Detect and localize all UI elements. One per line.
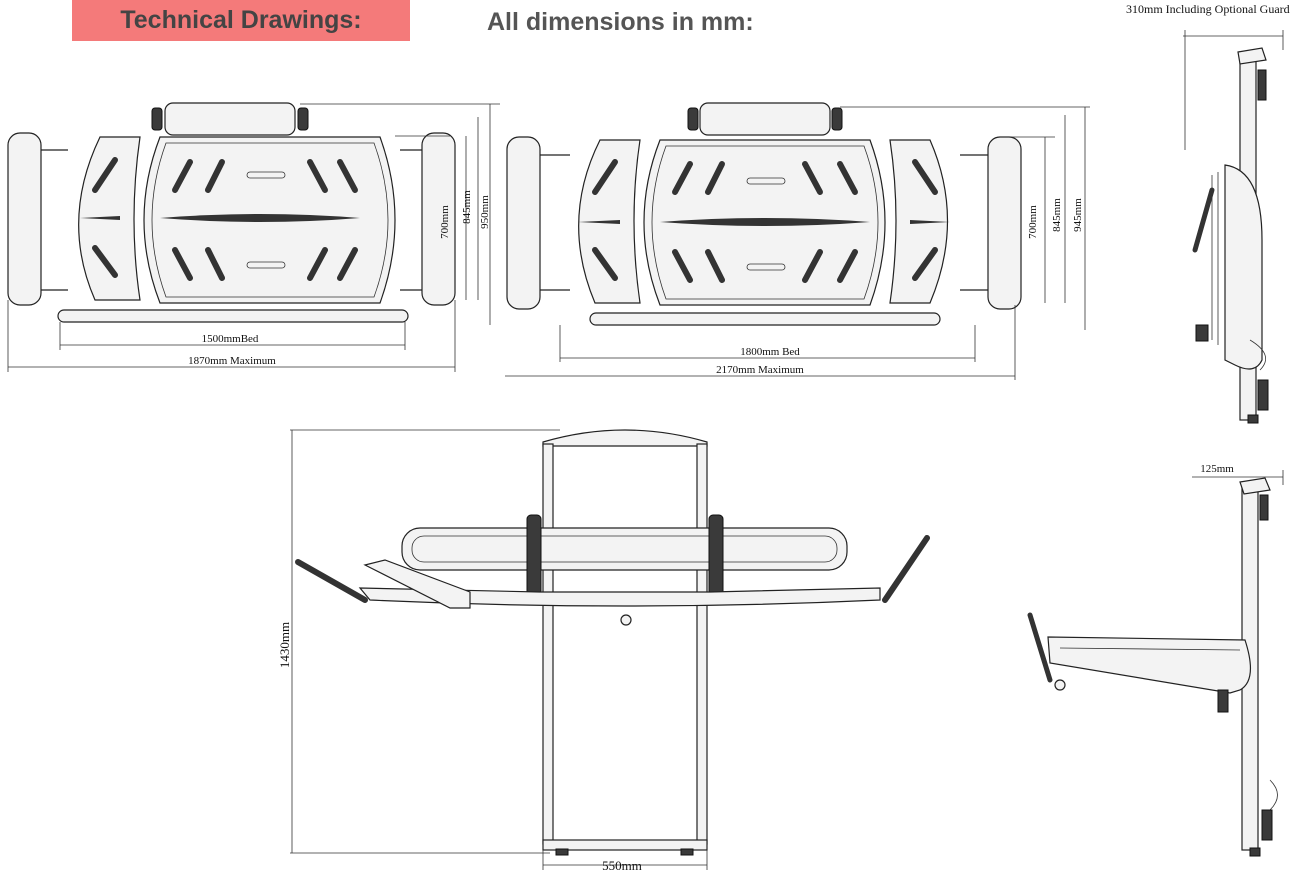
headrest-1500 xyxy=(164,102,296,136)
height-inner-1800: 700mm xyxy=(1027,205,1039,239)
front-platform xyxy=(358,587,881,607)
max-length-1800: 2170mm Maximum xyxy=(716,364,804,376)
side-rail-left-1500 xyxy=(7,132,42,306)
guard-depth-label: 310mm Including Optional Guard xyxy=(1126,2,1290,16)
side-view-guard xyxy=(1183,30,1284,424)
max-length-1500: 1870mm Maximum xyxy=(188,355,276,367)
side-depth: 125mm xyxy=(1200,463,1234,475)
base-bar-1800 xyxy=(589,312,941,326)
front-view: 1430mm 550mm xyxy=(277,429,930,873)
column-right xyxy=(696,443,708,845)
side-rail-left-1800 xyxy=(506,136,541,310)
plan-view-1800: 700mm 845mm 945mm 1800mm Bed 2170mm Maxi… xyxy=(505,102,1090,380)
base-plate xyxy=(542,839,708,851)
height-outer-1800: 945mm xyxy=(1072,198,1084,232)
front-guard-rail xyxy=(401,527,848,571)
bed-length-1500: 1500mmBed xyxy=(202,333,259,345)
height-outer-1500: 950mm xyxy=(479,195,491,229)
height-mid-1800: 845mm xyxy=(1051,198,1063,232)
headrest-1800 xyxy=(699,102,831,136)
plan-view-1500: 700mm 845mm 950mm 1500mmBed 1870mm Maxim… xyxy=(7,102,500,372)
front-height: 1430mm xyxy=(277,622,292,668)
column-left xyxy=(542,443,554,845)
side-view-open: 125mm xyxy=(1027,463,1284,857)
top-cap xyxy=(542,429,708,447)
folded-platform-top xyxy=(1224,164,1263,370)
title-banner: Technical Drawings: xyxy=(72,0,410,41)
front-width: 550mm xyxy=(602,858,642,873)
page-title: Technical Drawings: xyxy=(120,6,362,34)
side-rail-right-1500 xyxy=(421,132,456,306)
base-bar-1500 xyxy=(57,309,409,323)
bed-length-1800: 1800mm Bed xyxy=(740,346,800,358)
height-inner-1500: 700mm xyxy=(439,205,451,239)
open-platform-side xyxy=(1047,636,1251,694)
units-note: All dimensions in mm: xyxy=(487,8,754,36)
side-rail-right-1800 xyxy=(987,136,1022,310)
height-mid-1500: 845mm xyxy=(461,190,473,224)
